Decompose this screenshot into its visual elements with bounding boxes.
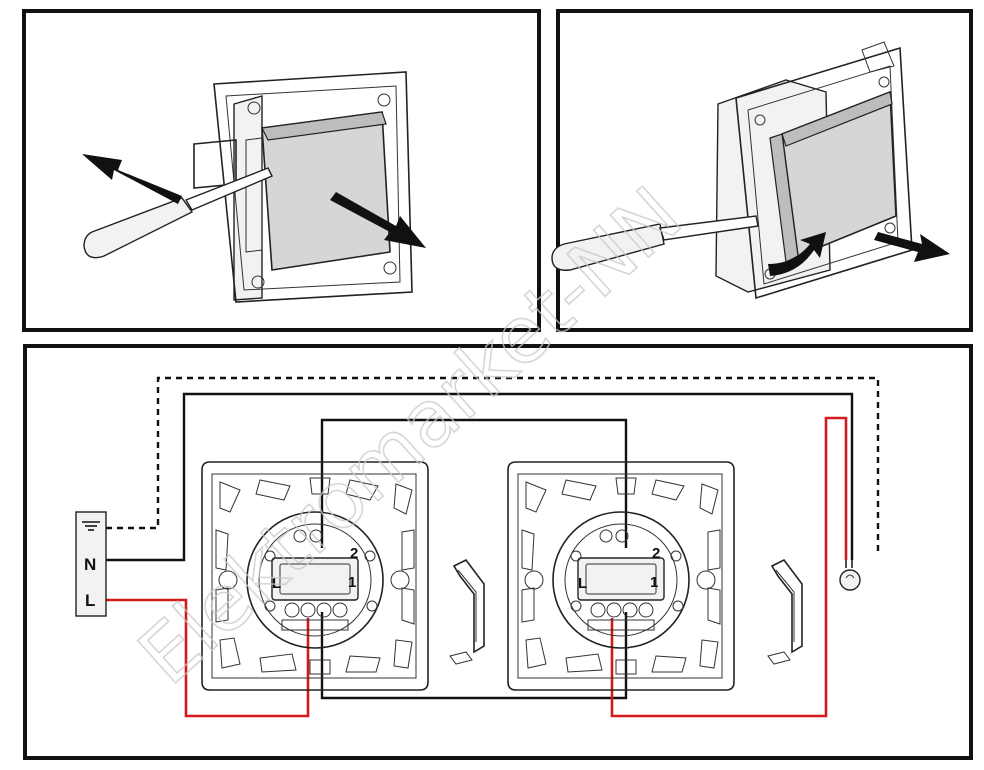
terminal-1-label: 1	[650, 574, 658, 591]
terminal-1-label: 1	[348, 574, 356, 591]
terminal-l-label: L	[272, 575, 281, 592]
arrow-icon	[82, 154, 426, 248]
arrow-icon	[768, 232, 950, 276]
ground-icon	[82, 521, 100, 531]
terminal-l-label: L	[578, 575, 587, 592]
wiring-lines	[106, 376, 880, 718]
lamp-feed-wire	[610, 416, 848, 718]
switch-module-1: 2 1 L	[201, 461, 429, 691]
live-label: L	[85, 591, 95, 610]
panel-key-removal-side	[22, 9, 541, 332]
lamp-icon	[839, 560, 861, 591]
switch-module-front-view	[715, 41, 913, 300]
supply-terminal-block: N L	[75, 511, 107, 617]
screwdriver-icon	[551, 215, 759, 271]
terminal-2-label: 2	[652, 545, 660, 562]
switch-module-side-view	[193, 71, 413, 303]
switch-module-2: 2 1 L	[507, 461, 735, 691]
terminal-2-label: 2	[350, 545, 358, 562]
neutral-wire	[106, 392, 854, 562]
traveler-wire-1	[320, 418, 628, 548]
screwdriver-icon	[83, 167, 273, 259]
neutral-label: N	[84, 555, 96, 574]
traveler-wire-2	[320, 612, 628, 700]
panel-wiring-diagram: N L 2 1 L 2 1 L	[23, 344, 973, 760]
live-supply-wire	[106, 598, 310, 718]
panel-key-removal-front	[551, 9, 973, 332]
ground-wire	[106, 376, 880, 554]
